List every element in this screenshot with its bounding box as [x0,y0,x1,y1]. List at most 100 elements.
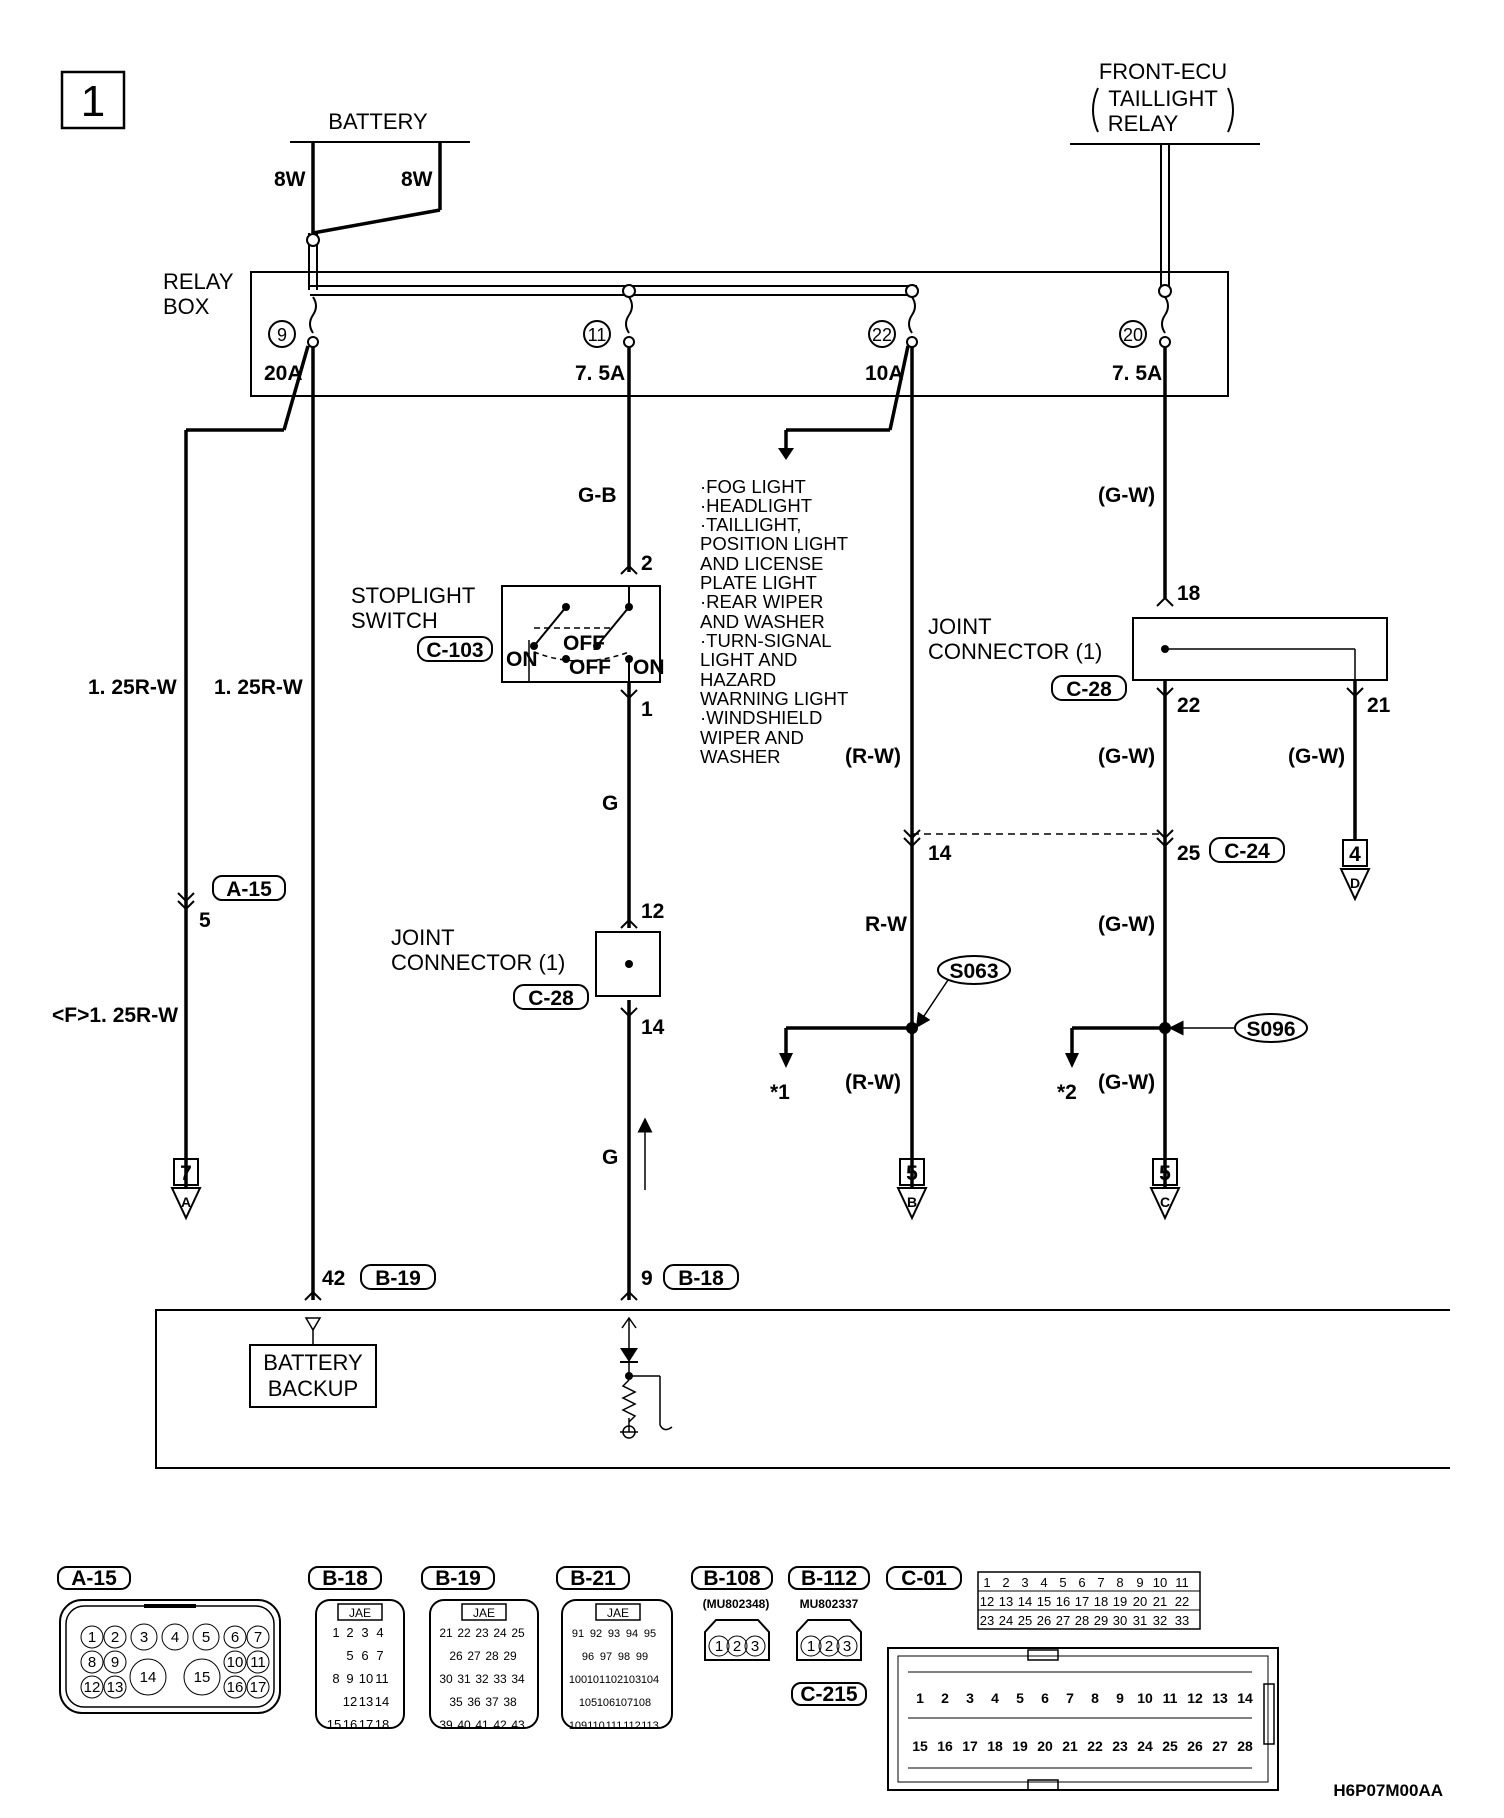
svg-text:40: 40 [457,1718,471,1732]
svg-text:11: 11 [250,1654,266,1671]
svg-text:2: 2 [941,1690,949,1706]
splice-label: S096 [1246,1018,1295,1041]
svg-text:25: 25 [1018,1613,1032,1628]
svg-text:96: 96 [582,1651,594,1663]
pin-number: 21 [1367,694,1391,717]
pin-number: 25 [1177,842,1201,865]
svg-text:102: 102 [605,1674,623,1686]
svg-text:16: 16 [227,1679,244,1696]
svg-text:29: 29 [503,1649,517,1663]
legend-b108: B-108 (MU802348) 1 2 3 [691,1566,773,1661]
terminal-number: 7 [180,1162,192,1185]
svg-text:13: 13 [1212,1690,1228,1706]
load-item: WASHER [700,746,781,767]
svg-text:2: 2 [825,1638,833,1655]
svg-text:17: 17 [359,1717,373,1732]
svg-text:3: 3 [140,1629,148,1646]
legend-jae: JAE [349,1606,371,1620]
fuse-rating: 7. 5A [575,362,625,385]
fuse-9: 9 20A [264,296,319,385]
load-item: ·TURN-SIGNAL [700,630,832,651]
svg-text:12: 12 [980,1594,994,1609]
svg-text:103: 103 [623,1674,641,1686]
load-item: AND LICENSE [700,553,823,574]
wire-label: (G-W) [1288,745,1345,768]
svg-text:2: 2 [733,1638,741,1655]
front-ecu-label: FRONT-ECU [1099,59,1227,84]
svg-text:5: 5 [1059,1575,1066,1590]
svg-text:21: 21 [1153,1594,1167,1609]
legend-label: C-01 [901,1567,947,1590]
wire-label-8w-left: 8W [274,168,306,191]
svg-text:1: 1 [983,1575,990,1590]
terminal-b: 5 B [896,1158,928,1221]
svg-text:100: 100 [569,1674,587,1686]
fuse-number: 22 [872,325,892,345]
svg-text:15: 15 [194,1669,211,1686]
wire-label: (R-W) [845,1071,901,1094]
fuse-20: 20 7. 5A [1112,296,1171,385]
svg-text:4: 4 [376,1625,383,1640]
svg-text:19: 19 [1113,1594,1127,1609]
svg-text:2: 2 [1002,1575,1009,1590]
ecu-box: BATTERY BACKUP [155,1309,1450,1469]
svg-text:23: 23 [980,1613,994,1628]
svg-text:7: 7 [376,1648,383,1663]
joint-connector-left: JOINT CONNECTOR (1) C-28 [391,925,661,1010]
svg-text:104: 104 [641,1674,659,1686]
pin-number: 42 [322,1267,345,1290]
joint-connector-right: JOINT CONNECTOR (1) C-28 21 (G-W) [928,614,1391,840]
svg-text:1: 1 [715,1638,723,1655]
svg-text:35: 35 [449,1695,463,1709]
svg-text:20: 20 [1133,1594,1147,1609]
loads-list: ·FOG LIGHT ·HEADLIGHT ·TAILLIGHT, POSITI… [700,476,848,767]
wire-label: G-B [578,484,617,507]
svg-text:31: 31 [1133,1613,1147,1628]
connector-label-c103: C-103 [426,639,483,662]
legend-jae: JAE [473,1606,495,1620]
terminal-number: 5 [906,1162,918,1185]
svg-text:9: 9 [111,1654,119,1671]
wire-label: G [602,1146,618,1169]
legend-b112: B-112 MU802337 1 2 3 C-215 [788,1566,870,1706]
svg-text:27: 27 [1056,1613,1070,1628]
svg-text:36: 36 [467,1695,481,1709]
svg-text:13: 13 [359,1694,373,1709]
connector-legend: A-15 1 2 3 4 5 6 7 8 9 14 15 10 11 12 13… [57,1566,1443,1800]
legend-label: B-112 [801,1567,857,1590]
joint-connector-label: JOINT [928,614,992,639]
svg-text:109: 109 [569,1720,587,1732]
fuse-rating: 10A [865,362,904,385]
relay-box-label: RELAY [163,269,234,294]
svg-text:19: 19 [1012,1738,1028,1754]
svg-text:41: 41 [475,1718,489,1732]
svg-text:21: 21 [1062,1738,1078,1754]
wire-label: (G-W) [1098,745,1155,768]
svg-text:25: 25 [1162,1738,1178,1754]
legend-label: A-15 [71,1567,117,1590]
svg-text:6: 6 [361,1648,368,1663]
svg-text:17: 17 [250,1679,267,1696]
svg-text:5: 5 [1016,1690,1024,1706]
svg-text:6: 6 [1078,1575,1085,1590]
svg-text:2: 2 [346,1625,353,1640]
fuse-11: 11 7. 5A [575,296,635,385]
terminal-number: 5 [1159,1162,1171,1185]
load-item: LIGHT AND [700,649,797,670]
page-number: 1 [81,77,105,126]
load-item: ·WINDSHIELD [700,707,822,728]
svg-text:101: 101 [587,1674,605,1686]
stoplight-switch-label: STOPLIGHT [351,583,475,608]
pin-number: 5 [199,909,211,932]
svg-text:26: 26 [449,1649,463,1663]
wire-label: (G-W) [1098,913,1155,936]
svg-text:24: 24 [999,1613,1013,1628]
svg-text:9: 9 [1116,1690,1124,1706]
svg-text:24: 24 [1137,1738,1153,1754]
load-item: ·HEADLIGHT [700,495,812,516]
svg-text:1: 1 [916,1690,924,1706]
svg-text:98: 98 [618,1651,630,1663]
wire-fuse22: (R-W) 14 R-W *1 (R-W) S063 [770,345,1011,1188]
